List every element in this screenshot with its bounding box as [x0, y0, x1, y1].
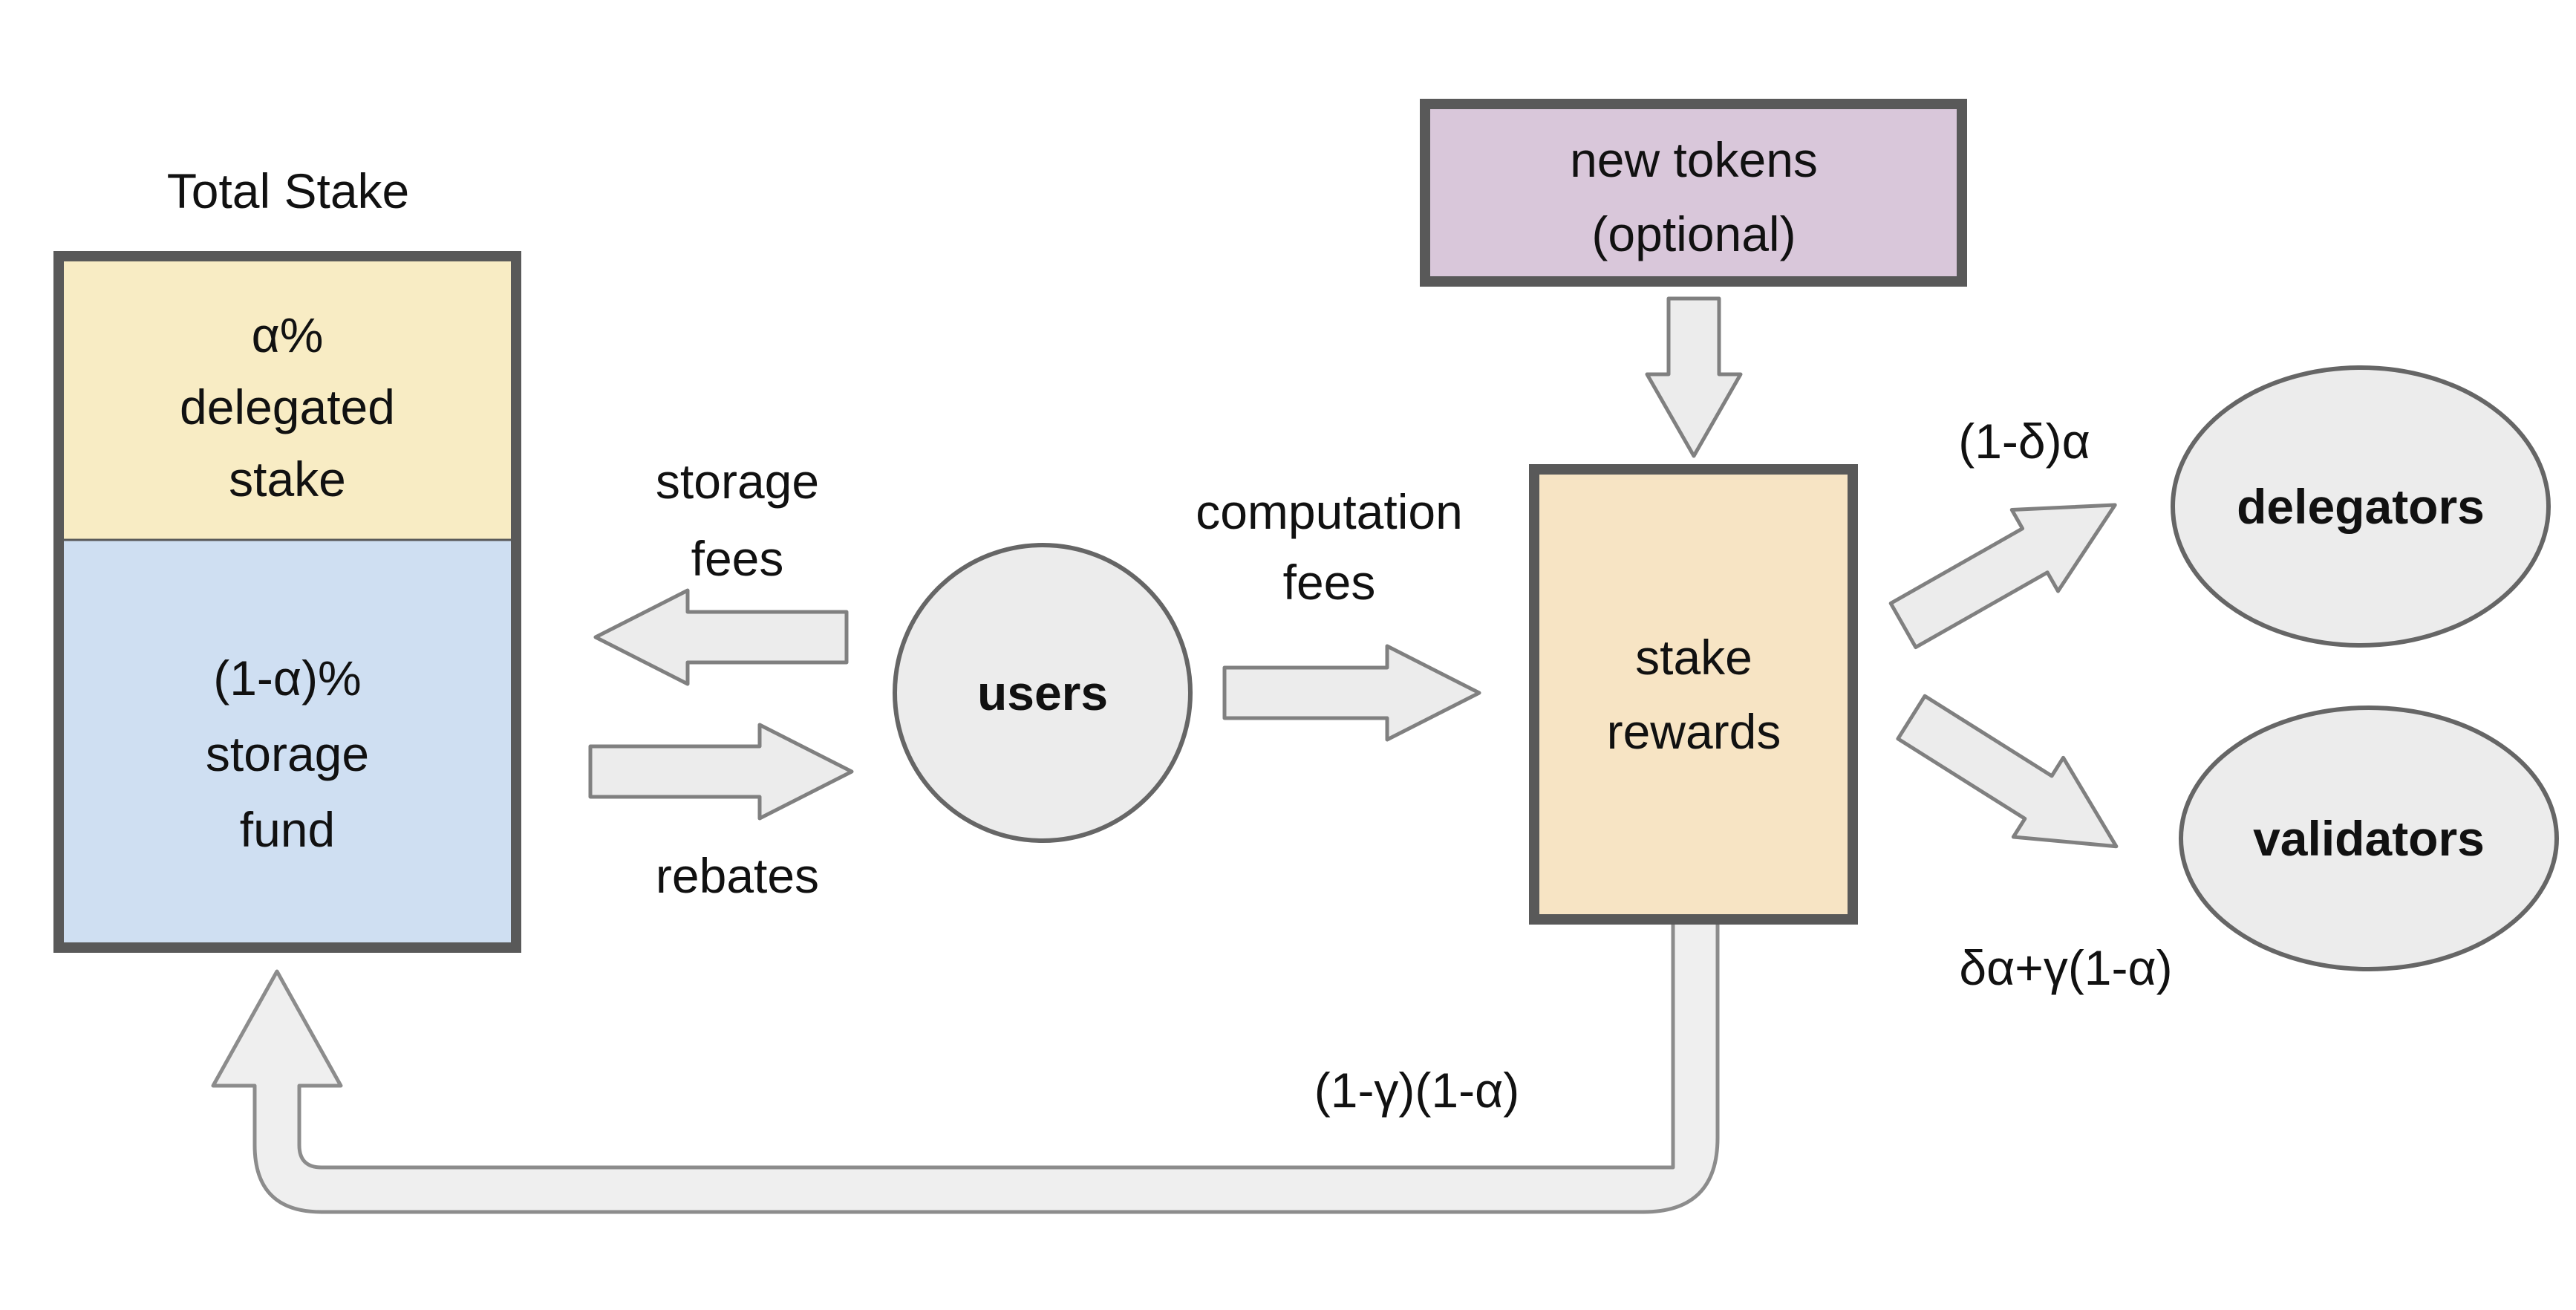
delegators-node: [2171, 365, 2551, 648]
computation-fees-label-line1: computation: [1196, 484, 1463, 539]
total-stake-title: Total Stake: [167, 163, 410, 218]
total-stake-box-border: [53, 251, 521, 953]
users-label: users: [977, 665, 1108, 720]
new-tokens-arrow: [1645, 296, 1743, 458]
new-tokens-box: [1420, 99, 1967, 287]
delegated-stake-line2: delegated: [180, 379, 395, 434]
storage-fees-label-line1: storage: [656, 454, 819, 509]
computation-fees-label-line2: fees: [1283, 555, 1376, 610]
validators-share-label: δα+γ(1-α): [1959, 940, 2172, 995]
validators-arrow: [1896, 694, 2119, 849]
new-tokens-line2: (optional): [1591, 206, 1796, 261]
stake-rewards-box: [1529, 464, 1858, 925]
storage-fees-arrow: [593, 588, 849, 686]
new-tokens-line1: new tokens: [1570, 132, 1818, 187]
storage-fund-region: [59, 540, 516, 948]
delegated-stake-line3: stake: [229, 452, 346, 506]
rebates-arrow: [588, 723, 854, 821]
delegators-label: delegators: [2237, 479, 2485, 534]
storage-fund-return-label: (1-γ)(1-α): [1314, 1063, 1519, 1118]
delegators-arrow: [1888, 503, 2117, 650]
users-node: [893, 543, 1193, 843]
validators-node: [2179, 705, 2559, 971]
storage-fund-line3: fund: [240, 802, 335, 857]
delegators-share-label: (1-δ)α: [1958, 414, 2090, 469]
stake-rewards-line1: stake: [1635, 630, 1752, 685]
storage-fund-line2: storage: [206, 726, 369, 781]
rebates-label: rebates: [656, 848, 819, 903]
storage-fund-line1: (1-α)%: [213, 651, 361, 705]
stake-rewards-line2: rewards: [1607, 704, 1781, 759]
delegated-stake-line1: α%: [252, 307, 324, 362]
storage-fund-return-pipe: [211, 919, 1720, 1214]
computation-fees-arrow: [1222, 644, 1481, 742]
validators-label: validators: [2253, 811, 2485, 866]
delegated-stake-region: [59, 256, 516, 540]
storage-fees-label-line2: fees: [691, 531, 784, 586]
